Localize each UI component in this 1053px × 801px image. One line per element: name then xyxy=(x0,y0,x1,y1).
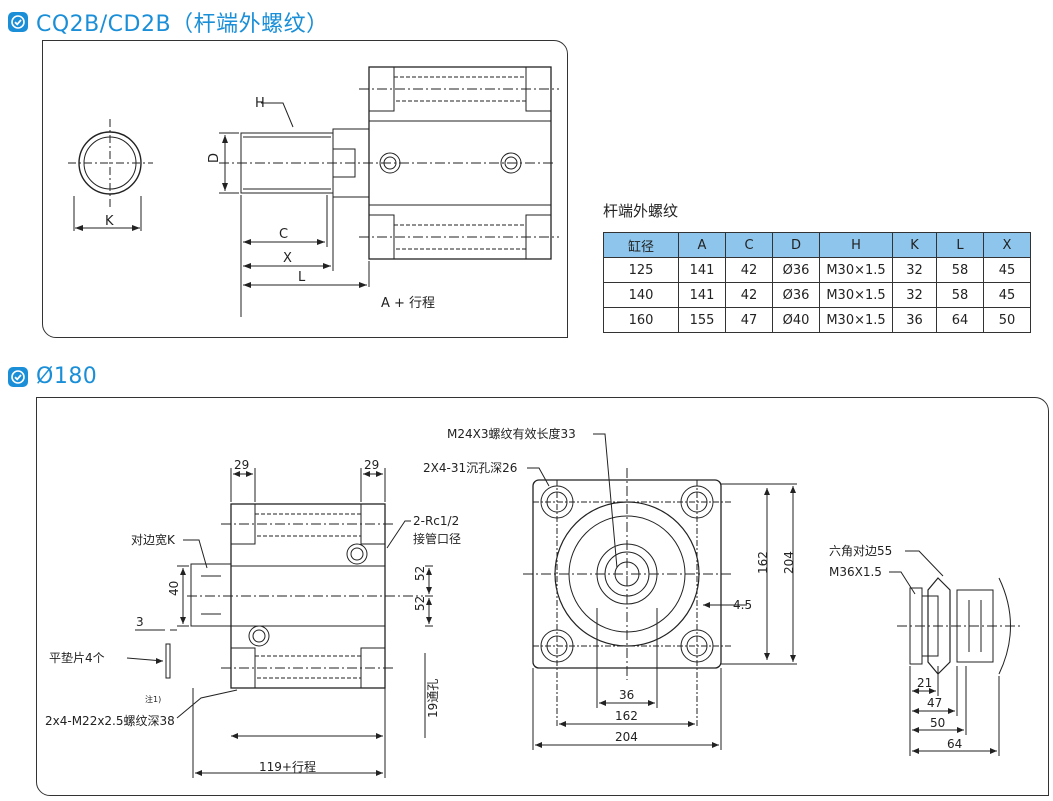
table-row: 125 141 42 Ø36 M30×1.5 32 58 45 xyxy=(603,257,1031,283)
dim-29-right: 29 xyxy=(364,458,379,472)
table-cell: M30×1.5 xyxy=(819,282,893,308)
label-port: 2-Rc1/2 xyxy=(413,514,459,528)
table-cell: 42 xyxy=(725,257,773,283)
dim-36: 36 xyxy=(619,688,634,702)
table-header: L xyxy=(936,232,984,258)
label-c: C xyxy=(279,227,288,242)
table-cell: Ø40 xyxy=(772,307,820,333)
checkbox-icon xyxy=(8,366,28,387)
checkbox-icon xyxy=(8,12,28,32)
table-header: X xyxy=(983,232,1031,258)
dim-29-left: 29 xyxy=(234,458,249,472)
section-title-text: Ø180 xyxy=(36,364,98,389)
table-cell: 32 xyxy=(892,282,937,308)
table-cell: 42 xyxy=(725,282,773,308)
table-header: H xyxy=(819,232,893,258)
section-title-cq2b: CQ2B/CD2B（杆端外螺纹） xyxy=(8,6,329,38)
dim-50: 50 xyxy=(930,716,945,730)
dim-stroke: 119+行程 xyxy=(259,759,316,774)
label-washer: 平垫片4个 xyxy=(49,650,105,665)
dim-204-vertical: 204 xyxy=(782,551,796,574)
rod-end-drawing: H D K C X L A + 行程 xyxy=(68,66,559,317)
table-cell: 140 xyxy=(603,282,679,308)
label-thread-length: M24X3螺纹有效长度33 xyxy=(447,426,576,441)
table-header: C xyxy=(725,232,773,258)
spec-table: 缸径 A C D H K L X 125 141 42 Ø36 M30×1.5 … xyxy=(603,232,1031,333)
dim-162-horizontal: 162 xyxy=(615,709,638,723)
table-cell: 141 xyxy=(678,257,726,283)
table-cell: 125 xyxy=(603,257,679,283)
dim-52-bottom: 52 xyxy=(413,596,427,611)
table-cell: 36 xyxy=(892,307,937,333)
label-note1: 注1) xyxy=(145,694,161,704)
table-cell: M30×1.5 xyxy=(819,307,893,333)
spec-table-title: 杆端外螺纹 xyxy=(603,202,679,220)
dim-64: 64 xyxy=(947,737,962,751)
label-counterbore: 2X4-31沉孔深26 xyxy=(423,461,517,475)
table-cell: 45 xyxy=(983,282,1031,308)
table-header: 缸径 xyxy=(603,232,679,258)
table-header: A xyxy=(678,232,726,258)
drawing-frame-rod-end: H D K C X L A + 行程 xyxy=(42,40,568,338)
label-l: L xyxy=(298,270,306,285)
drawing-frame-180: 29 29 对边宽K 40 3 平垫片4个 注1) 2x4-M22x2.5螺纹深… xyxy=(36,397,1049,796)
table-cell: Ø36 xyxy=(772,282,820,308)
label-d: D xyxy=(207,153,222,163)
label-width-k: 对边宽K xyxy=(131,532,176,547)
label-hex: 六角对边55 xyxy=(829,544,892,558)
table-header-row: 缸径 A C D H K L X xyxy=(603,232,1031,258)
table-cell: 45 xyxy=(983,257,1031,283)
label-k: K xyxy=(105,214,114,229)
label-through-hole: 19通孔 xyxy=(426,679,440,718)
table-cell: 50 xyxy=(983,307,1031,333)
table-cell: 64 xyxy=(936,307,984,333)
section-title-180: Ø180 xyxy=(8,364,97,389)
dim-52-top: 52 xyxy=(413,566,427,581)
label-m36: M36X1.5 xyxy=(829,565,882,579)
table-cell: 160 xyxy=(603,307,679,333)
table-cell: 32 xyxy=(892,257,937,283)
table-row: 140 141 42 Ø36 M30×1.5 32 58 45 xyxy=(603,282,1031,308)
table-row: 160 155 47 Ø40 M30×1.5 36 64 50 xyxy=(603,307,1031,333)
table-cell: 141 xyxy=(678,282,726,308)
table-cell: Ø36 xyxy=(772,257,820,283)
table-header: K xyxy=(892,232,937,258)
dim-162-vertical: 162 xyxy=(756,551,770,574)
dim-47: 47 xyxy=(927,696,942,710)
bore-180-drawing: 29 29 对边宽K 40 3 平垫片4个 注1) 2x4-M22x2.5螺纹深… xyxy=(45,426,1022,778)
table-cell: M30×1.5 xyxy=(819,257,893,283)
table-cell: 58 xyxy=(936,282,984,308)
dim-40: 40 xyxy=(167,581,181,596)
label-thread-hole: 2x4-M22x2.5螺纹深38 xyxy=(45,714,175,728)
table-cell: 155 xyxy=(678,307,726,333)
table-header: D xyxy=(772,232,820,258)
label-stroke: A + 行程 xyxy=(381,296,435,311)
label-port-size: 接管口径 xyxy=(413,531,461,546)
table-cell: 58 xyxy=(936,257,984,283)
dim-204-horizontal: 204 xyxy=(615,730,638,744)
label-h: H xyxy=(255,96,265,111)
dim-4-5: 4.5 xyxy=(733,598,752,612)
table-cell: 47 xyxy=(725,307,773,333)
dim-21: 21 xyxy=(917,676,932,690)
label-x: X xyxy=(283,251,292,266)
dim-3: 3 xyxy=(136,615,144,629)
section-title-text: CQ2B/CD2B（杆端外螺纹） xyxy=(36,12,329,37)
